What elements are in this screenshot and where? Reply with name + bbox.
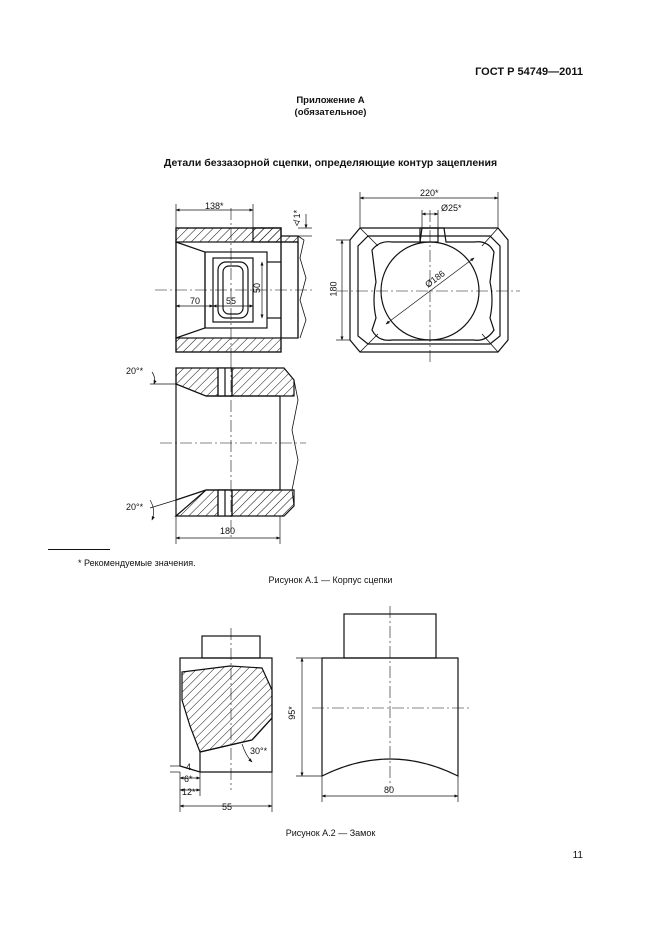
dim-bottom-180: 180 (220, 526, 236, 536)
figure2-caption: Рисунок А.2 — Замок (285, 828, 376, 838)
appendix-heading: Приложение А (обязательное) (0, 95, 661, 119)
dim-chamfer-bottom: 20°* (126, 502, 144, 512)
dim-chamfer-top: 20°* (126, 366, 144, 376)
dim-eighty: 80 (384, 785, 395, 795)
standard-number: ГОСТ Р 54749—2011 (475, 66, 583, 78)
footnote-rule (48, 549, 110, 550)
dim-top-width: 138* (205, 201, 224, 211)
section-title: Детали беззазорной сцепки, определяющие … (163, 157, 498, 169)
dim-inner-70: 70 (190, 296, 201, 306)
dim-inner-55: 55 (226, 296, 237, 306)
dim-ninety-five: 95* (286, 706, 297, 720)
figure1-drawing (149, 192, 520, 544)
dim-right-width: 220* (420, 188, 439, 198)
dim-inner-50: 50 (252, 282, 263, 294)
dim-six: 6* (184, 774, 193, 784)
appendix-status: (обязательное) (294, 107, 367, 118)
coupler-longitudinal-section (149, 360, 306, 544)
dim-four: 4 (186, 762, 192, 772)
coupler-end-view (336, 192, 520, 362)
appendix-title: Приложение А (296, 95, 365, 106)
dim-fifty-five: 55 (222, 802, 233, 812)
page-number: 11 (572, 850, 583, 861)
figure1-caption: Рисунок А.1 — Корпус сцепки (268, 575, 393, 585)
dim-angle-30: 30°* (250, 746, 268, 756)
coupler-body-section (155, 204, 312, 360)
footnote: * Рекомендуемые значения. (78, 558, 196, 568)
lock-section (170, 628, 273, 812)
dim-angle: ≮ 1* (292, 209, 303, 227)
dim-height-180: 180 (328, 281, 339, 297)
lock-front-view (296, 606, 470, 802)
dim-twelve: 12* (182, 787, 196, 797)
figure2-drawing (170, 606, 470, 812)
dim-slot: Ø25* (441, 203, 462, 213)
